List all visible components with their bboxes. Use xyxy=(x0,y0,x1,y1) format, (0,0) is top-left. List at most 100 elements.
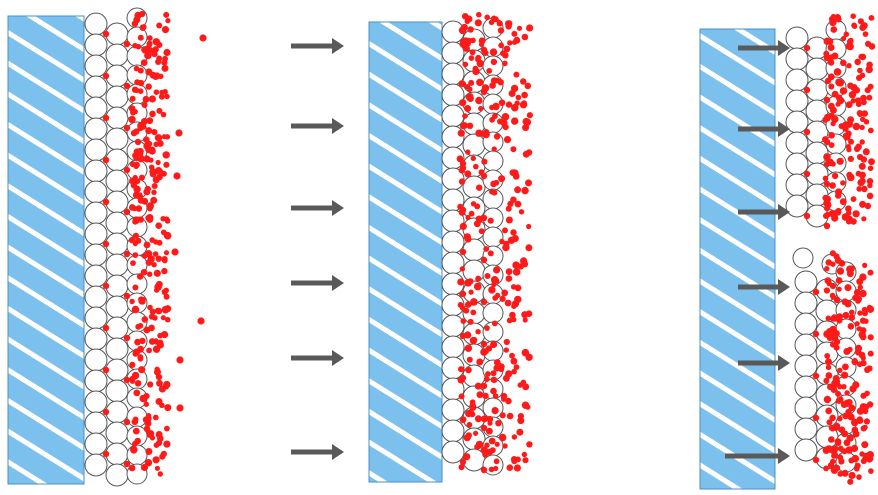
red-particle xyxy=(471,337,478,343)
red-particle xyxy=(825,364,832,370)
red-particle xyxy=(129,298,135,305)
red-particle xyxy=(512,268,521,276)
red-particle xyxy=(480,298,488,306)
red-particle xyxy=(140,268,148,276)
sphere-particle xyxy=(441,335,465,359)
red-particle xyxy=(845,408,852,416)
red-particle xyxy=(856,474,862,480)
red-particle xyxy=(464,105,472,112)
red-particle xyxy=(132,350,139,357)
red-particle xyxy=(130,109,136,116)
red-particle xyxy=(476,11,482,18)
red-particle xyxy=(147,271,153,277)
red-particle xyxy=(847,323,855,330)
red-particle xyxy=(830,13,837,20)
red-particle xyxy=(835,188,843,196)
sphere-particle xyxy=(84,243,108,267)
red-particle xyxy=(149,308,156,315)
red-particle xyxy=(824,353,831,359)
sphere-particle xyxy=(105,85,129,109)
red-particle xyxy=(140,59,148,66)
red-particle xyxy=(823,395,832,404)
red-particle xyxy=(133,161,140,169)
red-particle xyxy=(491,320,498,327)
red-particle xyxy=(859,317,867,324)
red-particle xyxy=(505,275,513,282)
red-particle xyxy=(496,20,503,27)
red-particle xyxy=(123,250,131,258)
red-particle xyxy=(136,273,144,280)
sphere-particle xyxy=(105,22,129,46)
sphere-particle xyxy=(84,306,108,330)
red-particle xyxy=(480,446,488,454)
red-particle xyxy=(846,62,852,69)
red-particle xyxy=(464,344,473,352)
red-particle xyxy=(836,267,845,275)
red-particle xyxy=(823,153,831,161)
red-particle xyxy=(866,94,873,101)
red-particle xyxy=(511,30,518,37)
red-particle xyxy=(464,235,472,243)
red-particle xyxy=(489,189,495,195)
red-particle xyxy=(511,234,519,243)
red-particle xyxy=(490,340,498,349)
red-particle xyxy=(152,345,161,353)
red-particle xyxy=(509,352,515,359)
red-particle xyxy=(470,201,477,207)
red-particle xyxy=(468,79,475,86)
red-particle xyxy=(483,376,490,383)
red-particle xyxy=(517,263,525,270)
red-particle xyxy=(151,183,158,189)
red-particle xyxy=(486,415,494,423)
red-particle xyxy=(522,117,530,126)
red-particle xyxy=(506,464,514,472)
red-particle xyxy=(132,416,139,423)
red-particle xyxy=(132,232,139,239)
red-particle xyxy=(128,464,136,472)
panel-2 xyxy=(291,11,534,483)
red-particle xyxy=(478,169,485,176)
red-particle xyxy=(502,52,509,59)
red-particle xyxy=(160,315,166,321)
red-particle xyxy=(143,401,149,407)
sphere-particle xyxy=(105,232,129,256)
red-particle xyxy=(854,462,861,469)
red-particle xyxy=(831,214,839,222)
red-particle xyxy=(823,50,830,57)
red-particle xyxy=(102,114,110,122)
red-particle xyxy=(467,318,474,325)
red-particle xyxy=(480,466,488,474)
red-particle xyxy=(828,142,835,149)
red-particle xyxy=(141,253,148,259)
red-particle xyxy=(854,321,860,327)
red-particle xyxy=(473,163,479,170)
sphere-particle xyxy=(785,26,809,50)
red-particle xyxy=(494,441,500,447)
red-particle xyxy=(497,118,503,125)
red-particle xyxy=(492,113,498,120)
red-particle xyxy=(831,334,839,342)
red-particle xyxy=(837,384,843,390)
red-particle xyxy=(475,54,482,62)
red-particle xyxy=(156,173,163,180)
red-particle xyxy=(522,317,528,323)
sphere-particle xyxy=(105,421,129,445)
red-particle xyxy=(146,202,154,210)
red-particle xyxy=(141,316,149,323)
sphere-particle xyxy=(105,337,129,361)
red-particle xyxy=(867,182,873,189)
red-particle xyxy=(156,140,164,147)
red-particle xyxy=(516,25,523,31)
red-particle xyxy=(481,158,488,165)
red-particle xyxy=(502,124,509,131)
red-particle xyxy=(848,471,856,480)
red-particle xyxy=(458,366,465,373)
red-particle xyxy=(494,292,501,299)
red-particle xyxy=(856,153,864,161)
red-particle xyxy=(833,296,841,304)
red-particle xyxy=(841,371,849,379)
red-particle xyxy=(853,145,861,152)
red-particle xyxy=(836,286,842,292)
red-particle xyxy=(525,244,533,252)
sphere-particle xyxy=(785,131,809,155)
